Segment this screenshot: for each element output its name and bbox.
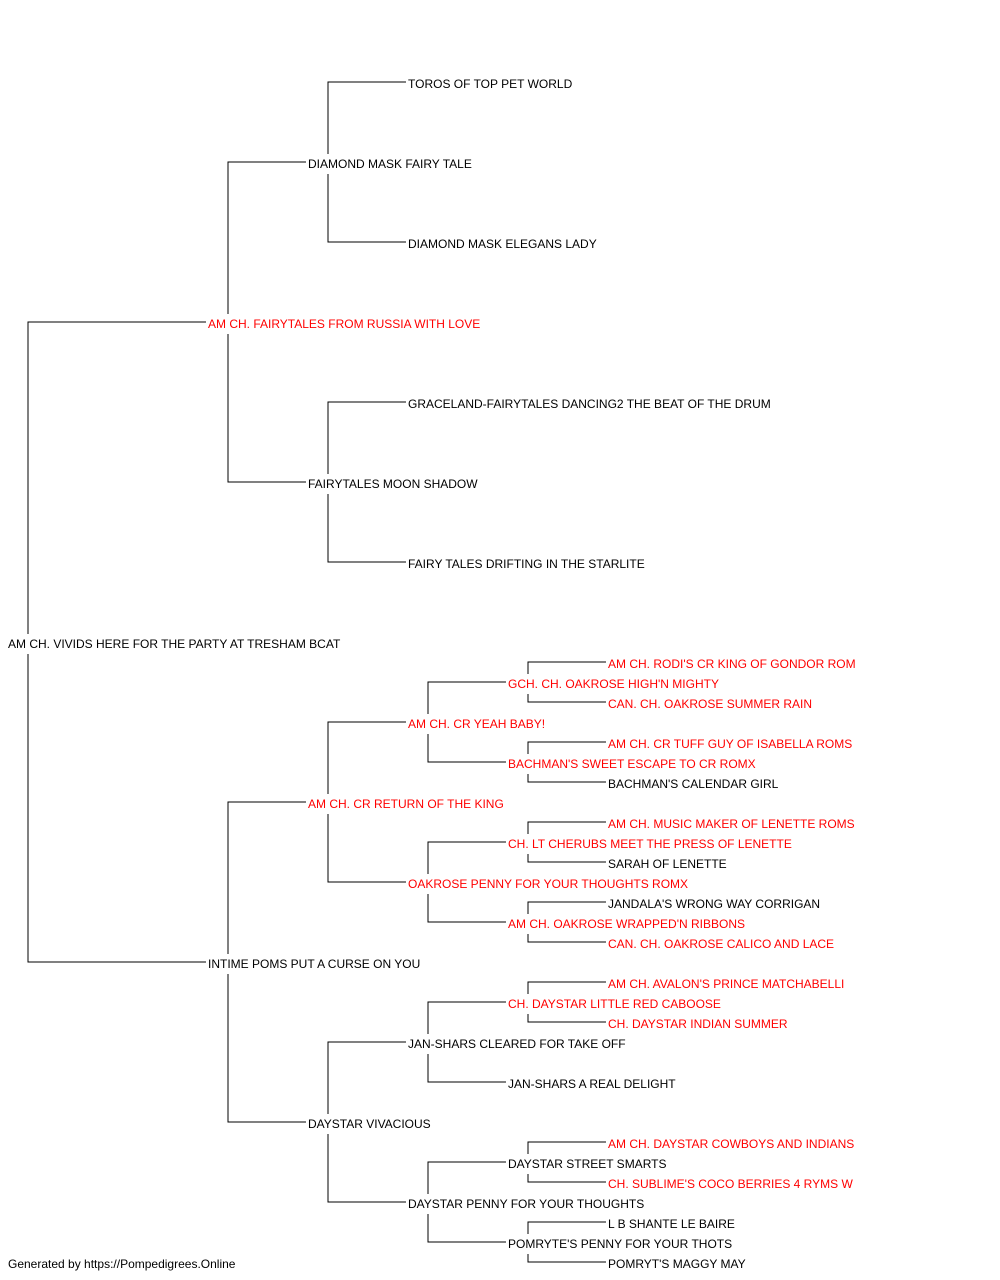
sire-connector-line [527,1141,606,1154]
sire-connector-line [227,801,306,954]
ancestor-name-gen1: INTIME POMS PUT A CURSE ON YOU [208,957,420,971]
sire-connector-line [427,1001,506,1034]
ancestor-name-gen3: FAIRY TALES DRIFTING IN THE STARLITE [408,557,645,571]
ancestor-name-gen4: CH. LT CHERUBS MEET THE PRESS OF LENETTE [508,837,792,851]
ancestor-name-gen5: AM CH. RODI'S CR KING OF GONDOR ROM [608,657,856,671]
footer-credit: Generated by https://Pompedigrees.Online [8,1257,236,1271]
sire-connector-line [327,81,406,154]
ancestor-name-gen3: AM CH. CR YEAH BABY! [408,717,545,731]
dam-connector-line [327,494,406,563]
sire-connector-line [527,661,606,674]
ancestor-name-gen5: POMRYT'S MAGGY MAY [608,1257,746,1271]
sire-connector-line [427,841,506,874]
dam-connector-line [227,334,306,483]
ancestor-name-gen5: SARAH OF LENETTE [608,857,727,871]
ancestor-name-gen4: GCH. CH. OAKROSE HIGH'N MIGHTY [508,677,719,691]
dam-connector-line [27,654,206,963]
ancestor-name-gen4: JAN-SHARS A REAL DELIGHT [508,1077,676,1091]
ancestor-name-gen2: FAIRYTALES MOON SHADOW [308,477,478,491]
ancestor-name-gen5: AM CH. CR TUFF GUY OF ISABELLA ROMS [608,737,852,751]
subject-dog-name: AM CH. VIVIDS HERE FOR THE PARTY AT TRES… [8,637,341,651]
ancestor-name-gen3: GRACELAND-FAIRYTALES DANCING2 THE BEAT O… [408,397,771,411]
sire-connector-line [327,1041,406,1114]
ancestor-name-gen5: AM CH. MUSIC MAKER OF LENETTE ROMS [608,817,855,831]
dam-connector-line [427,734,506,763]
ancestor-name-gen3: JAN-SHARS CLEARED FOR TAKE OFF [408,1037,626,1051]
dam-connector-line [527,1174,606,1183]
ancestor-name-gen5: CAN. CH. OAKROSE SUMMER RAIN [608,697,812,711]
sire-connector-line [27,321,206,634]
ancestor-name-gen4: AM CH. OAKROSE WRAPPED'N RIBBONS [508,917,745,931]
sire-connector-line [527,821,606,834]
dam-connector-line [527,854,606,863]
ancestor-name-gen3: DIAMOND MASK ELEGANS LADY [408,237,597,251]
dam-connector-line [527,1014,606,1023]
sire-connector-line [227,161,306,314]
ancestor-name-gen5: JANDALA'S WRONG WAY CORRIGAN [608,897,820,911]
dam-connector-line [527,934,606,943]
dam-connector-line [527,694,606,703]
ancestor-name-gen3: DAYSTAR PENNY FOR YOUR THOUGHTS [408,1197,644,1211]
ancestor-name-gen3: TOROS OF TOP PET WORLD [408,77,573,91]
dam-connector-line [327,1134,406,1203]
ancestor-name-gen4: POMRYTE'S PENNY FOR YOUR THOTS [508,1237,732,1251]
ancestor-name-gen5: AM CH. DAYSTAR COWBOYS AND INDIANS [608,1137,854,1151]
ancestor-name-gen2: DIAMOND MASK FAIRY TALE [308,157,472,171]
ancestor-name-gen5: BACHMAN'S CALENDAR GIRL [608,777,779,791]
dam-connector-line [427,894,506,923]
sire-connector-line [427,681,506,714]
dam-connector-line [527,1254,606,1263]
sire-connector-line [527,741,606,754]
sire-connector-line [527,1221,606,1234]
ancestor-name-gen3: OAKROSE PENNY FOR YOUR THOUGHTS ROMX [408,877,688,891]
sire-connector-line [427,1161,506,1194]
sire-connector-line [327,721,406,794]
dam-connector-line [527,774,606,783]
ancestor-name-gen5: CH. DAYSTAR INDIAN SUMMER [608,1017,788,1031]
sire-connector-line [327,401,406,474]
dam-connector-line [327,814,406,883]
ancestor-name-gen2: AM CH. CR RETURN OF THE KING [308,797,504,811]
sire-connector-line [527,901,606,914]
ancestor-name-gen4: DAYSTAR STREET SMARTS [508,1157,666,1171]
dam-connector-line [327,174,406,243]
ancestor-name-gen4: CH. DAYSTAR LITTLE RED CABOOSE [508,997,721,1011]
ancestor-name-gen5: L B SHANTE LE BAIRE [608,1217,735,1231]
ancestor-name-gen1: AM CH. FAIRYTALES FROM RUSSIA WITH LOVE [208,317,480,331]
ancestor-name-gen2: DAYSTAR VIVACIOUS [308,1117,431,1131]
dam-connector-line [427,1054,506,1083]
ancestor-name-gen5: AM CH. AVALON'S PRINCE MATCHABELLI [608,977,844,991]
ancestor-name-gen5: CH. SUBLIME'S COCO BERRIES 4 RYMS W [608,1177,853,1191]
dam-connector-line [227,974,306,1123]
ancestor-name-gen5: CAN. CH. OAKROSE CALICO AND LACE [608,937,834,951]
ancestor-name-gen4: BACHMAN'S SWEET ESCAPE TO CR ROMX [508,757,756,771]
dam-connector-line [427,1214,506,1243]
sire-connector-line [527,981,606,994]
